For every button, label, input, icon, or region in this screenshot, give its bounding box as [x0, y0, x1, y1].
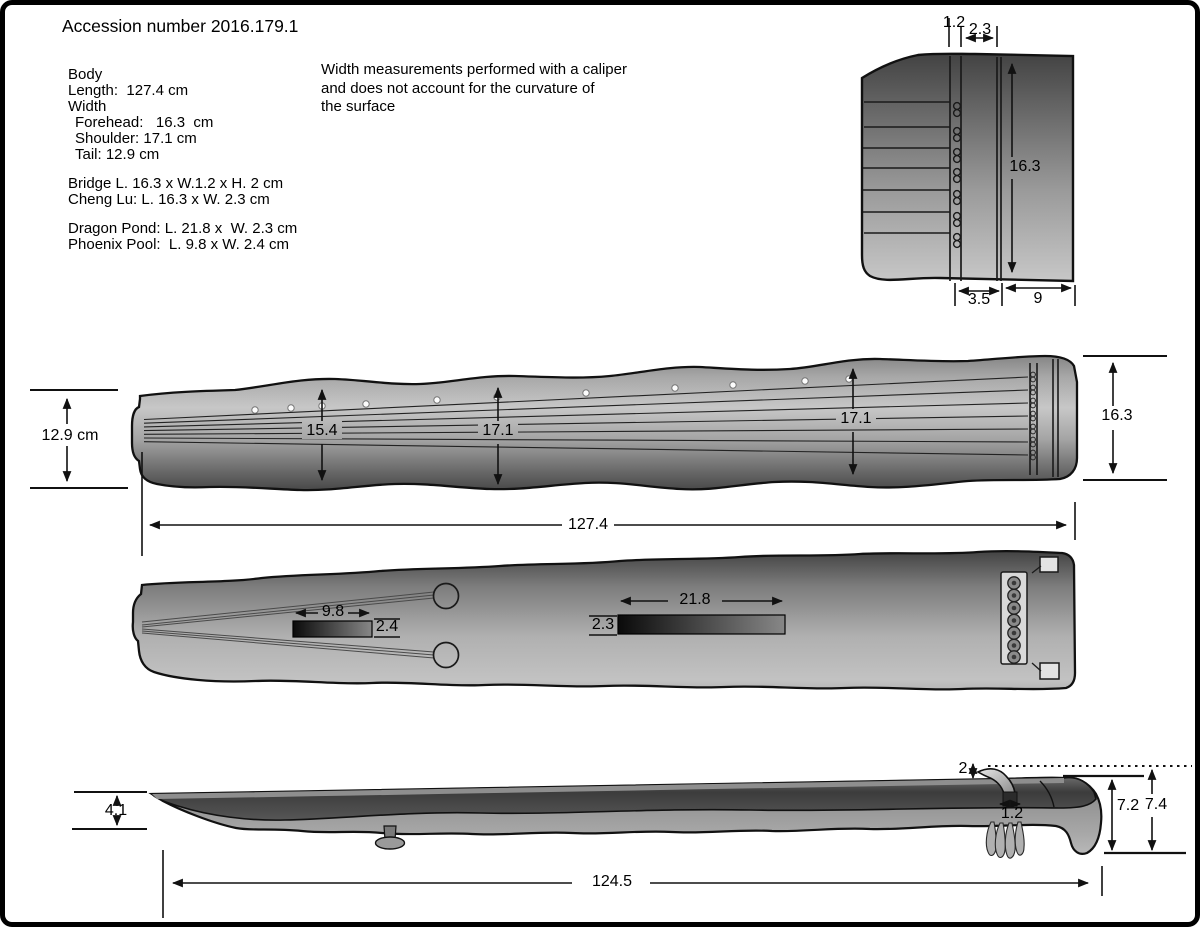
detail-dim-head-width: 16.3 [1009, 158, 1041, 175]
head-detail-view [860, 18, 1076, 306]
spec-length: Length: 127.4 cm [68, 82, 189, 99]
goose-foot-lower [432, 641, 460, 669]
side-dim-length: 124.5 [591, 873, 633, 890]
top-view-strings [143, 376, 1029, 456]
label-patch [836, 409, 876, 427]
label-patch [478, 421, 518, 439]
top-dim-width-15-4: 15.4 [306, 422, 338, 439]
bottom-dim-dragon-length: 21.8 [679, 591, 711, 608]
detail-dim-head-margin: 9 [1033, 290, 1043, 307]
top-dim-head-width: 16.3 [1101, 407, 1133, 424]
top-dim-width-17-1-b: 17.1 [840, 410, 872, 427]
side-view [72, 762, 1192, 918]
spec-shoulder: Shoulder: 17.1 cm [75, 130, 197, 147]
top-view-bridge-lines [1029, 359, 1059, 477]
bottom-dim-phoenix-length: 9.8 [321, 603, 345, 620]
side-dim-tail-height: 4.1 [104, 802, 128, 819]
detail-dim-bridge-offset: 3.5 [967, 291, 991, 308]
spec-width-heading: Width [68, 98, 107, 115]
bottom-dim-dragon-width: 2.3 [591, 616, 615, 633]
side-dim-head-height-outer: 7.4 [1144, 796, 1168, 813]
top-dim-width-17-1-a: 17.1 [482, 422, 514, 439]
spec-forehead: Forehead: 16.3 cm [75, 114, 214, 131]
side-dim-bridge-width: 1.2 [1000, 805, 1024, 822]
side-dim-bridge-height: 2 [958, 760, 968, 777]
spec-tail: Tail: 12.9 cm [75, 146, 160, 163]
caliper-note-line1: Width measurements performed with a cali… [321, 61, 627, 78]
caliper-note-line3: the surface [321, 98, 396, 115]
top-view [30, 354, 1167, 556]
corner-protector-top [1039, 556, 1059, 573]
top-view-dimensions [30, 355, 1167, 556]
corner-protector-bottom [1039, 662, 1060, 680]
detail-strings [863, 101, 950, 234]
accession-number: Accession number 2016.179.1 [62, 16, 299, 36]
top-dim-tail-width: 12.9 cm [41, 427, 99, 444]
connector-line [1031, 565, 1042, 574]
bottom-view-body-shape [131, 549, 1077, 691]
connector-line [1031, 662, 1042, 672]
side-view-foot [374, 825, 406, 850]
measurement-spec-list: Body Length: 127.4 cm Width Forehead: 16… [68, 67, 297, 253]
spec-dragon-pond: Dragon Pond: L. 21.8 x W. 2.3 cm [68, 220, 298, 237]
detail-dimensions [948, 18, 1076, 306]
bottom-view-tail-strings [141, 591, 435, 659]
spec-body-heading: Body [68, 66, 103, 83]
side-view-upper-band [150, 776, 1097, 821]
detail-dim-bridge-width: 1.2 [942, 14, 966, 31]
spec-bridge: Bridge L. 16.3 x W.1.2 x H. 2 cm [68, 175, 284, 192]
detail-body-shape [860, 52, 1075, 283]
side-view-dimensions [72, 762, 1192, 918]
string-tassels [985, 821, 1025, 859]
detail-bridge-lines [949, 56, 1002, 281]
head-curve-line [1039, 780, 1055, 808]
bottom-dim-phoenix-width: 2.4 [375, 618, 399, 635]
caliper-note-line2: and does not account for the curvature o… [321, 79, 595, 97]
bottom-view [131, 549, 1077, 691]
goose-foot-upper [432, 582, 460, 610]
spec-cheng-lu: Cheng Lu: L. 16.3 x W. 2.3 cm [68, 191, 270, 208]
phoenix-pool-opening [292, 620, 373, 638]
side-dim-head-height-inner: 7.2 [1116, 797, 1140, 814]
caliper-note: Width measurements performed with a cali… [321, 61, 627, 117]
spec-phoenix-pool: Phoenix Pool: L. 9.8 x W. 2.4 cm [68, 236, 289, 253]
detail-dim-chenglu-width: 2.3 [968, 21, 992, 38]
top-dim-body-length: 127.4 [567, 516, 609, 533]
label-patch [302, 421, 342, 439]
dragon-pond-opening [617, 614, 786, 635]
bottom-view-dimensions [294, 596, 784, 638]
side-view-top-strip [152, 778, 1064, 799]
tuning-pegs [1007, 576, 1021, 664]
